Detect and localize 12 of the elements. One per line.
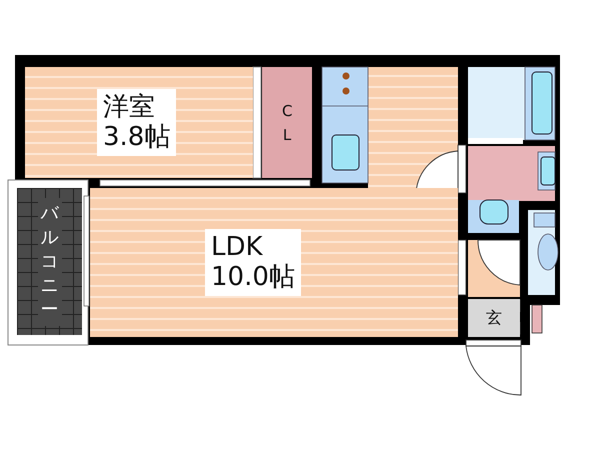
room-area: 3.8帖 [103,122,170,152]
closet [262,67,312,178]
room-floor [90,188,458,337]
room-area: 10.0帖 [211,262,295,292]
balcony-floor [17,188,82,335]
room-floor [25,67,253,178]
room-name: LDK [211,232,263,262]
closet-label: C L [282,100,292,146]
room-name: 洋室 [103,92,155,122]
entrance-floor [468,299,520,337]
balcony-label: バルコニー [38,198,62,326]
entrance-label: 玄 [486,308,502,328]
